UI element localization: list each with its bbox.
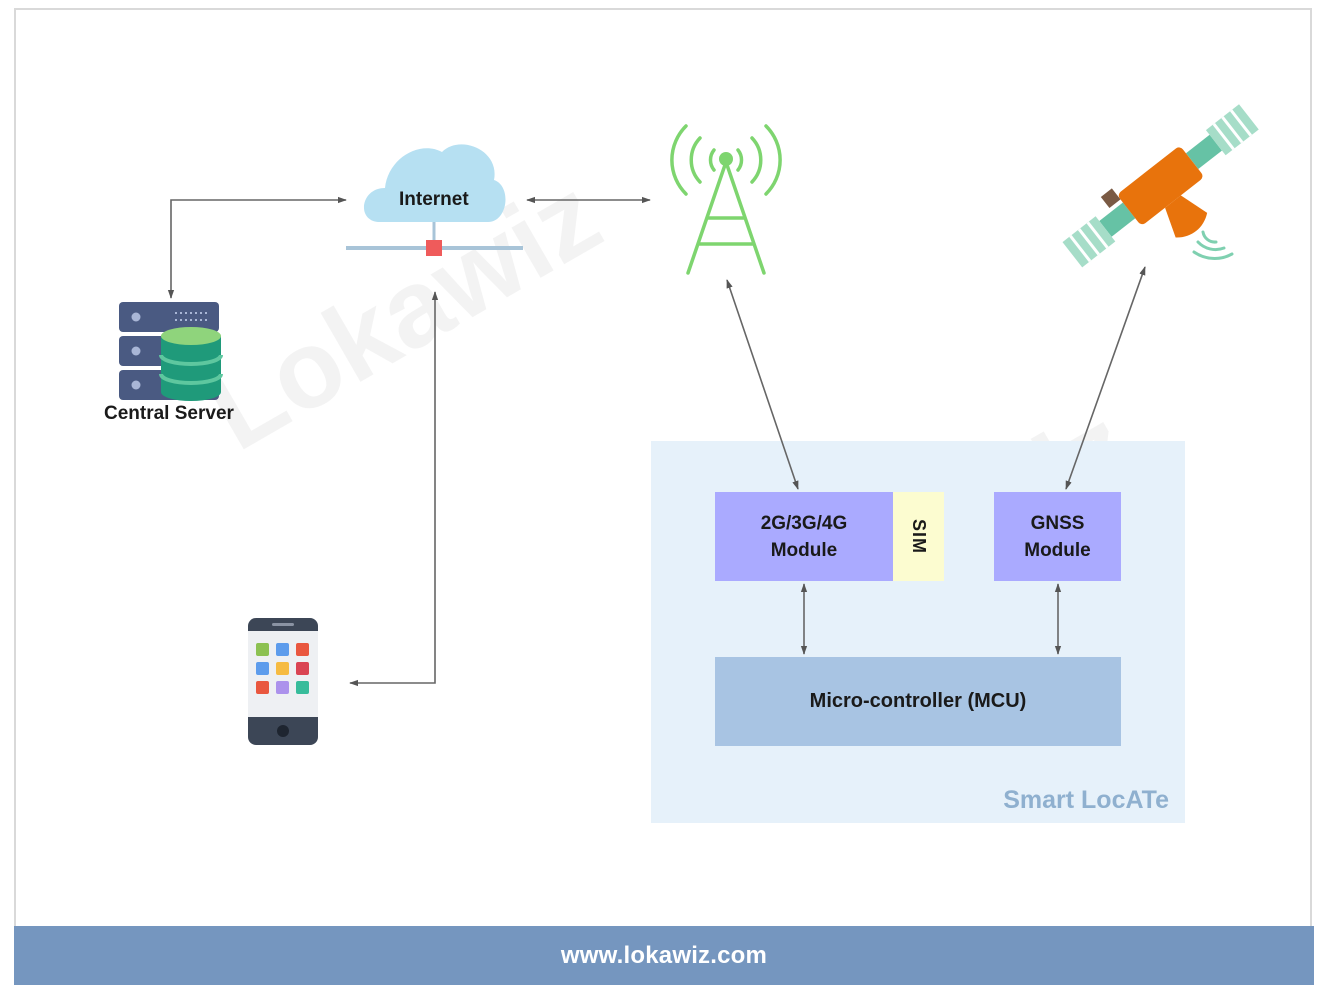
server-database-icon (119, 302, 223, 401)
connector-satellite-gnss (1065, 266, 1146, 490)
smartphone-icon (248, 618, 318, 745)
cloud-network-icon (346, 144, 523, 256)
footer-url[interactable]: www.lokawiz.com (560, 941, 768, 969)
central-server-label: Central Server (104, 403, 234, 424)
cellular-module-block: 2G/3G/4G Module (715, 492, 893, 581)
mcu-label: Micro-controller (MCU) (809, 690, 1027, 712)
internet-label: Internet (399, 189, 469, 210)
sim-block: SIM (893, 492, 944, 581)
cell-tower-icon (670, 124, 782, 275)
satellite-icon (1062, 104, 1259, 268)
cellular-module-label: 2G/3G/4G Module (760, 512, 848, 561)
connector-server-internet (167, 196, 347, 299)
gnss-module-label: GNSS Module (1024, 512, 1091, 561)
footer-bar: www.lokawiz.com (14, 926, 1314, 985)
connector-internet-phone (349, 291, 439, 687)
satellite-signal-icon (1192, 230, 1234, 260)
gnss-module-block: GNSS Module (994, 492, 1121, 581)
mcu-block: Micro-controller (MCU) (715, 657, 1121, 746)
connector-tower-cellular (726, 279, 799, 490)
device-name: Smart LocATe (1003, 786, 1169, 814)
